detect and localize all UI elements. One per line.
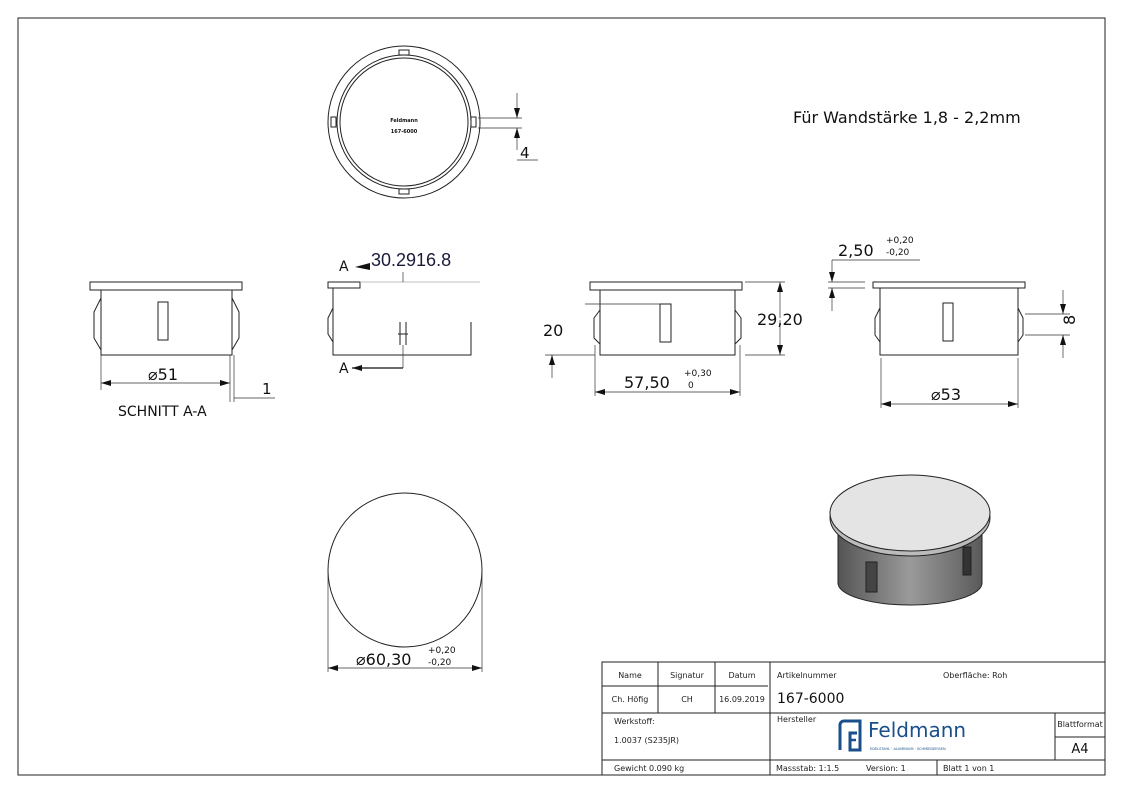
name-value: Ch. Höfig bbox=[612, 695, 649, 704]
hersteller-label: Hersteller bbox=[777, 715, 817, 724]
blatt: Blatt 1 von 1 bbox=[943, 764, 994, 773]
section-view: ⌀51 1 SCHNITT A-A bbox=[89, 281, 275, 420]
right-view: 2,50 +0,20 -0,20 8 ⌀53 bbox=[828, 236, 1079, 408]
wall-thickness-note: Für Wandstärke 1,8 - 2,2mm bbox=[793, 108, 1021, 127]
front-view: 29,20 20 57,50 +0,30 0 bbox=[543, 281, 803, 396]
oberflaeche: Oberfläche: Roh bbox=[943, 671, 1007, 680]
massstab: Massstab: 1:1.5 bbox=[776, 764, 839, 773]
dim-tol-lower: -0,20 bbox=[428, 658, 452, 668]
section-label: SCHNITT A-A bbox=[118, 404, 207, 420]
stray-dimension-value: 30.2916.8 bbox=[371, 250, 451, 270]
drawing-frame bbox=[17, 17, 1106, 776]
dim-width-57-50: 57,50 bbox=[624, 373, 670, 392]
dim-slot-4: 4 bbox=[520, 144, 530, 162]
dim-width-tol-upper: +0,30 bbox=[684, 369, 712, 379]
blattformat-value: A4 bbox=[1071, 742, 1088, 757]
logo-name: Feldmann bbox=[868, 718, 966, 742]
top-view: Feldmann 167-6000 4 bbox=[327, 45, 538, 199]
werkstoff-label: Werkstoff: bbox=[614, 717, 655, 726]
part-marking-number: 167-6000 bbox=[391, 129, 418, 135]
artikelnummer-label: Artikelnummer bbox=[777, 671, 837, 680]
datum-value: 16.09.2019 bbox=[719, 695, 765, 704]
version: Version: 1 bbox=[866, 764, 906, 773]
dim-wall-1: 1 bbox=[262, 380, 272, 398]
dim-plate-2-50: 2,50 bbox=[838, 241, 874, 260]
section-marker-top: A bbox=[339, 259, 349, 275]
dim-plate-tol-upper: +0,20 bbox=[886, 236, 914, 246]
signatur-label: Signatur bbox=[670, 671, 705, 680]
signatur-value: CH bbox=[681, 695, 693, 704]
dim-width-tol-lower: 0 bbox=[688, 381, 694, 391]
isometric-render bbox=[829, 474, 991, 606]
dim-tol-upper: +0,20 bbox=[428, 646, 456, 656]
dim-plate-tol-lower: -0,20 bbox=[886, 248, 910, 258]
bottom-view: ⌀60,30 +0,20 -0,20 bbox=[327, 492, 483, 672]
feldmann-logo: Feldmann EDELSTAHL · ALUMINIUM · SCHMIED… bbox=[838, 718, 966, 752]
side-view: A A 30.2916.8 bbox=[327, 250, 480, 377]
dim-diameter-51: ⌀51 bbox=[148, 365, 178, 384]
name-label: Name bbox=[618, 671, 642, 680]
dim-slot-8: 8 bbox=[1060, 315, 1079, 325]
logo-tagline: EDELSTAHL · ALUMINIUM · SCHMIEDEEISEN bbox=[870, 747, 946, 751]
datum-label: Datum bbox=[728, 671, 755, 680]
title-block: Name Signatur Datum Ch. Höfig CH 16.09.2… bbox=[601, 661, 1106, 776]
artikelnummer-value: 167-6000 bbox=[777, 691, 844, 707]
dim-height-29-20: 29,20 bbox=[757, 310, 803, 329]
gewicht: Gewicht 0.090 kg bbox=[614, 764, 684, 773]
blattformat-label: Blattformat bbox=[1057, 720, 1103, 729]
dim-diameter-53: ⌀53 bbox=[931, 385, 961, 404]
dim-diameter-60-30: ⌀60,30 bbox=[356, 650, 411, 669]
section-marker-bottom: A bbox=[339, 361, 349, 377]
part-marking-brand: Feldmann bbox=[390, 118, 418, 124]
werkstoff-value: 1.0037 (S235JR) bbox=[614, 736, 679, 745]
dim-20: 20 bbox=[543, 321, 563, 340]
